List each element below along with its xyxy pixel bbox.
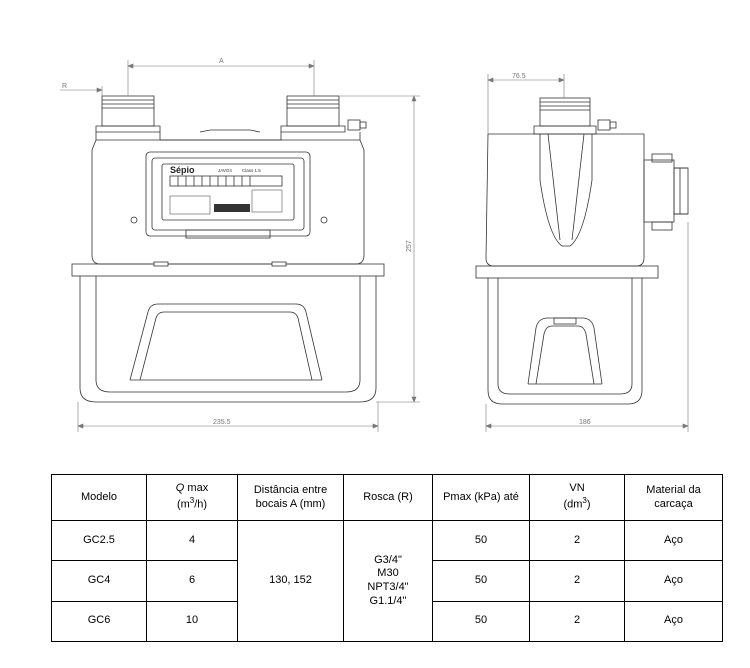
header-pmax: Pmax (kPa) até bbox=[432, 474, 530, 521]
plate-model-text: JAVG4 bbox=[218, 168, 232, 173]
header-distancia: Distância entre bocais A (mm) bbox=[237, 474, 344, 521]
vn-label: VN bbox=[569, 482, 585, 495]
cell-vn: 2 bbox=[529, 600, 625, 643]
cell-material: Aço bbox=[624, 560, 723, 602]
dim-height: 257 bbox=[406, 240, 413, 252]
table-header-row: Modelo Q max (m3/h) Distância entre boca… bbox=[51, 474, 723, 521]
dim-r-label: R bbox=[62, 83, 67, 90]
specs-table: Modelo Q max (m3/h) Distância entre boca… bbox=[51, 474, 723, 643]
side-register bbox=[643, 159, 675, 223]
technical-drawing: Sépio JAVG4 Class 1.5 A R 235.5 186 76.5… bbox=[60, 58, 689, 432]
qmax-symbol: Q bbox=[175, 482, 185, 495]
brand-logo-text: Sépio bbox=[170, 165, 195, 175]
cell-material: Aço bbox=[624, 519, 723, 562]
left-nozzle bbox=[101, 95, 155, 127]
register-window bbox=[145, 151, 311, 237]
dim-front-width: 235.5 bbox=[213, 419, 231, 426]
side-dimensions bbox=[485, 74, 689, 432]
table-row: GC2.5 4 130, 152 G3/4" M30 NPT3/4" G1.1/… bbox=[51, 519, 723, 642]
header-material: Material da carcaça bbox=[624, 474, 723, 521]
header-rosca: Rosca (R) bbox=[343, 474, 433, 521]
cell-modelo: GC6 bbox=[51, 600, 147, 643]
cell-distancia: 130, 152 bbox=[237, 520, 344, 642]
side-view bbox=[475, 97, 689, 405]
vn-unit-pre: (dm bbox=[563, 498, 583, 511]
qmax-unit-pre: (m bbox=[176, 498, 190, 511]
vn-unit-exp: 3 bbox=[582, 496, 587, 506]
header-vn: VN (dm3) bbox=[529, 474, 625, 521]
table-row: GC6 10 50 2 Aço bbox=[51, 600, 723, 643]
cell-vn: 2 bbox=[529, 519, 625, 562]
cell-qmax: 6 bbox=[146, 560, 238, 602]
cell-vn: 2 bbox=[529, 560, 625, 602]
vn-unit-post: ) bbox=[586, 498, 591, 511]
cell-pmax: 50 bbox=[432, 600, 530, 643]
cell-material: Aço bbox=[624, 600, 723, 643]
qmax-unit-exp: 3 bbox=[189, 496, 195, 506]
housing-seam bbox=[71, 263, 385, 277]
header-modelo: Modelo bbox=[51, 474, 147, 521]
dim-a-label: A bbox=[219, 58, 224, 65]
dim-side-offset: 76.5 bbox=[512, 73, 526, 80]
front-view bbox=[71, 95, 385, 403]
cell-rosca: G3/4" M30 NPT3/4" G1.1/4" bbox=[343, 520, 433, 642]
cell-modelo: GC2.5 bbox=[51, 519, 147, 562]
cell-pmax: 50 bbox=[432, 560, 530, 602]
qmax-word: max bbox=[187, 482, 209, 495]
right-nozzle bbox=[286, 95, 340, 127]
front-dimensions bbox=[60, 60, 420, 432]
qmax-unit-post: /h) bbox=[194, 498, 208, 511]
dim-side-depth: 186 bbox=[579, 419, 591, 426]
header-qmax: Q max (m3/h) bbox=[146, 474, 238, 521]
cell-qmax: 4 bbox=[146, 519, 238, 562]
plate-class-text: Class 1.5 bbox=[242, 168, 261, 173]
cell-qmax: 10 bbox=[146, 600, 238, 643]
cell-modelo: GC4 bbox=[51, 560, 147, 602]
cell-pmax: 50 bbox=[432, 519, 530, 562]
